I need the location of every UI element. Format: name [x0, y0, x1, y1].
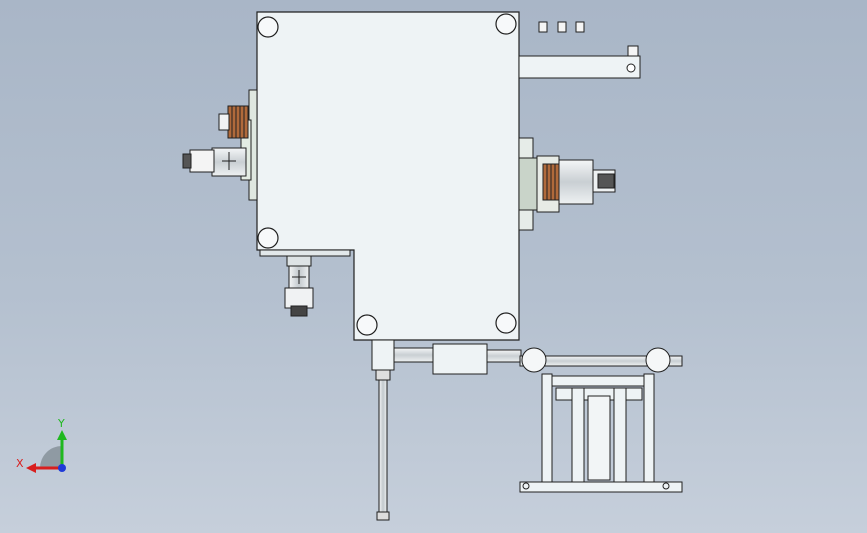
top-right-arm[interactable]	[518, 21, 641, 79]
coordinate-triad: Y X	[16, 417, 67, 473]
mounting-hole	[257, 16, 279, 38]
bottom-right-frame[interactable]	[519, 347, 683, 493]
left-motor-assembly[interactable]	[182, 89, 258, 201]
mounting-hole	[356, 314, 378, 336]
mounting-hole	[257, 227, 279, 249]
right-motor-assembly[interactable]	[518, 137, 616, 231]
bottom-connector[interactable]	[371, 339, 522, 375]
x-axis-label: X	[16, 457, 24, 470]
bottom-motor-assembly[interactable]	[259, 249, 351, 317]
mounting-hole	[495, 312, 517, 334]
triad-base-disk	[40, 446, 62, 468]
main-plate[interactable]	[256, 11, 520, 341]
vertical-rod[interactable]	[375, 369, 391, 521]
y-axis-label: Y	[57, 417, 65, 430]
mounting-hole	[495, 13, 517, 35]
